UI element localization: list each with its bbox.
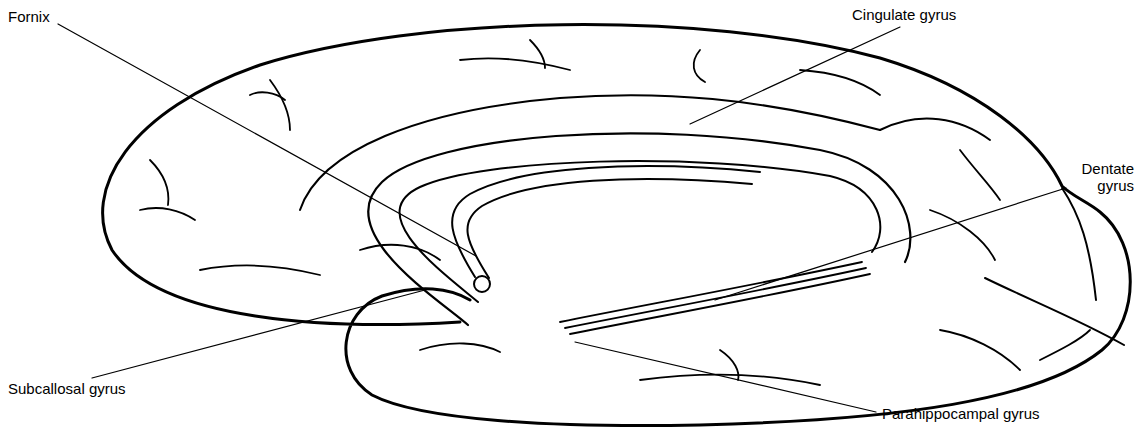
- sulcus-line: [930, 210, 995, 260]
- part-label: Subcallosal gyrus: [8, 380, 126, 397]
- sulcus-line: [985, 278, 1124, 345]
- sulcus-line: [300, 95, 880, 210]
- sulcus-line: [250, 92, 285, 100]
- sulcus-line: [200, 265, 320, 275]
- sulcus-line: [694, 50, 705, 82]
- sulcus-line: [720, 350, 738, 380]
- sulcus-line: [530, 40, 545, 68]
- sulcus-line: [150, 160, 168, 205]
- part-label: Fornix: [8, 8, 50, 25]
- leader-line: [58, 24, 476, 256]
- leader-line: [690, 27, 900, 124]
- part-label: Cingulate gyrus: [852, 6, 956, 23]
- sulcus-line: [140, 208, 195, 220]
- dentate-line: [560, 262, 862, 322]
- leader-line: [715, 188, 1066, 300]
- fornix-shape: [467, 179, 752, 278]
- sulcus-line: [1040, 330, 1090, 360]
- fornix-column: [474, 276, 490, 292]
- sulcus-line: [880, 119, 990, 140]
- callosum-outline: [368, 133, 910, 325]
- sulcus-line: [460, 58, 570, 70]
- sulcus-line: [960, 150, 1000, 200]
- sulcus-line: [420, 343, 500, 352]
- sulcus-line: [270, 80, 290, 130]
- part-label: Parahippocampal gyrus: [882, 405, 1040, 422]
- fornix-shape: [452, 166, 760, 277]
- part-label: Dentate gyrus: [1072, 160, 1134, 194]
- sulcus-line: [1062, 188, 1096, 300]
- dentate-line: [565, 268, 866, 328]
- sulcus-line: [800, 70, 880, 95]
- sulcus-line: [360, 245, 440, 260]
- leader-line: [575, 342, 876, 412]
- dentate-line: [570, 274, 870, 334]
- hemisphere-outline: [103, 25, 1131, 426]
- sulcus-line: [940, 330, 1020, 370]
- sulcus-line: [640, 375, 820, 385]
- leader-line: [92, 290, 425, 378]
